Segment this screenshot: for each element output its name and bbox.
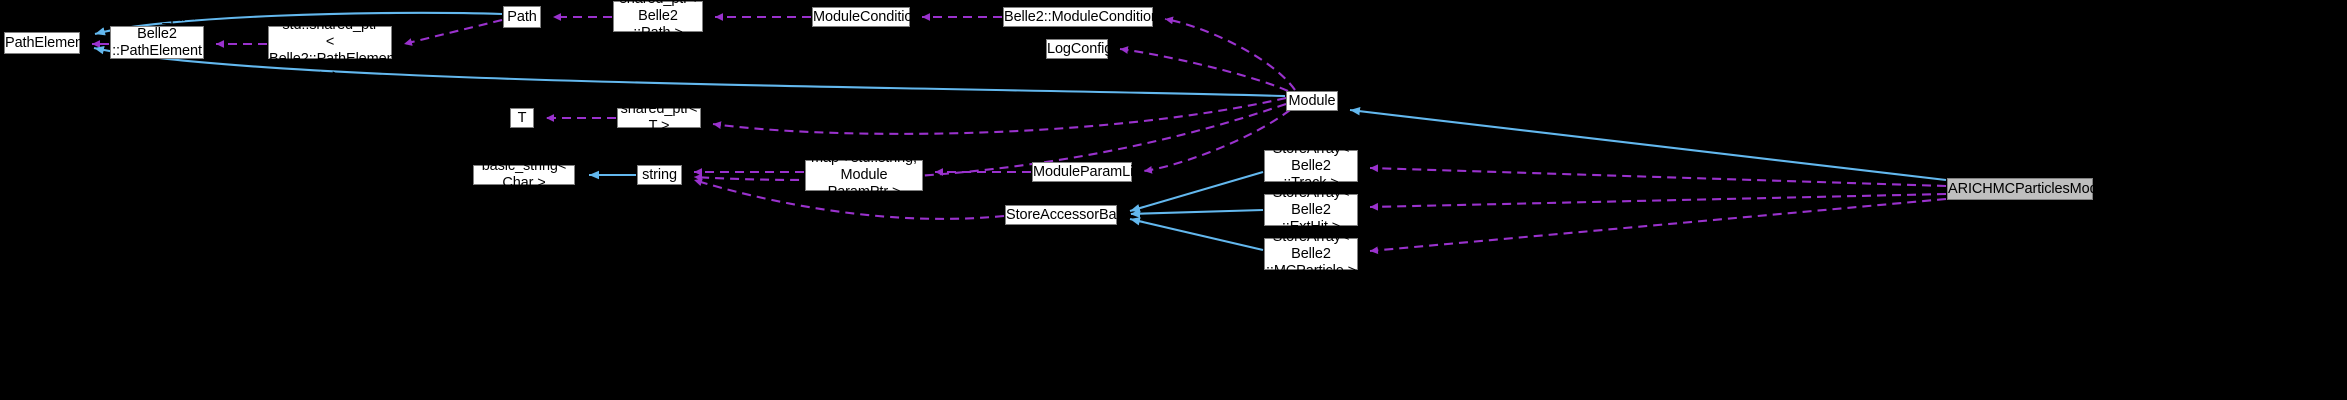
edge-module-to-string (693, 103, 1287, 182)
node-label: shared_ptr< Belle2 ::Path > (620, 0, 697, 41)
node-modulecondition[interactable]: ModuleCondition (812, 7, 921, 27)
edge-module-to-sp-t (712, 96, 1287, 135)
edge-arich-to-sa-mcparticle (1369, 197, 1947, 255)
edge-module-to-vector (1164, 16, 1296, 91)
node-label: StoreArray< Belle2 ::MCParticle > (1265, 228, 1357, 279)
node-label: PathElement (5, 34, 87, 51)
node-label: StoreArray< Belle2 ::Track > (1272, 140, 1350, 191)
node-string[interactable]: string (637, 165, 682, 185)
node-map-moduleparamptr[interactable]: map< std::string, Module ParamPtr > (805, 150, 923, 200)
edge-arich-to-sa-exthit (1369, 192, 1947, 211)
edge-arich-to-sa-track (1369, 164, 1947, 188)
node-path[interactable]: Path (503, 6, 541, 28)
edge-sa-exthit-inherits-sab (1129, 208, 1264, 218)
node-label: list< std::shared_ptr < Belle2::PathElem… (269, 0, 399, 84)
edge-path-to-list (403, 18, 503, 46)
edge-sa-track-inherits-sab (1129, 170, 1264, 213)
edge-arich-inherits-module (1349, 106, 1947, 182)
node-label: map< std::string, Module ParamPtr > (811, 150, 917, 200)
node-label: ARICHMCParticlesModule (1948, 180, 2117, 197)
node-moduleparamlist[interactable]: ModuleParamList (1032, 162, 1145, 182)
node-shared-ptr-t[interactable]: shared_ptr< T > (617, 101, 701, 134)
node-t[interactable]: T (510, 108, 534, 128)
node-label: T (517, 109, 527, 126)
node-label: StoreAccessorBase (1006, 206, 1132, 223)
node-label: Module (1288, 92, 1336, 109)
node-basic-string[interactable]: basic_string< Char > (473, 158, 575, 191)
node-storearray-exthit[interactable]: StoreArray< Belle2 ::ExtHit > (1264, 185, 1358, 235)
node-label: shared_ptr< Belle2 ::PathElement > (112, 8, 202, 76)
node-label: string (642, 166, 677, 183)
node-shared-ptr-path[interactable]: shared_ptr< Belle2 ::Path > (613, 0, 703, 41)
node-logconfig[interactable]: LogConfig (1046, 39, 1113, 59)
node-vector-modulecondition[interactable]: vector< Belle2::ModuleCondition > (1003, 0, 1159, 42)
node-storearray-track[interactable]: StoreArray< Belle2 ::Track > (1264, 141, 1358, 191)
node-label: Path (507, 8, 537, 25)
node-label: basic_string< Char > (481, 158, 567, 191)
edge-module-to-logconfig (1119, 46, 1289, 92)
node-label: ModuleCondition (813, 8, 921, 25)
node-list-shared-ptr-pathelement[interactable]: list< std::shared_ptr < Belle2::PathElem… (268, 0, 399, 84)
node-storeaccessorbase[interactable]: StoreAccessorBase (1005, 205, 1132, 225)
edge-sa-mcparticle-inherits-sab (1129, 217, 1264, 252)
node-label: vector< Belle2::ModuleCondition > (1004, 0, 1159, 42)
node-storearray-mcparticle[interactable]: StoreArray< Belle2 ::MCParticle > (1264, 229, 1358, 279)
node-label: StoreArray< Belle2 ::ExtHit > (1272, 184, 1350, 235)
node-pathelement[interactable]: PathElement (4, 32, 87, 54)
node-module[interactable]: Module (1286, 91, 1338, 111)
node-shared-ptr-pathelement[interactable]: shared_ptr< Belle2 ::PathElement > (110, 9, 204, 76)
node-label: shared_ptr< T > (620, 101, 698, 134)
node-label: LogConfig (1047, 40, 1113, 57)
node-arichmcparticlesmodule[interactable]: ARICHMCParticlesModule (1947, 178, 2117, 200)
node-label: ModuleParamList (1033, 163, 1145, 180)
